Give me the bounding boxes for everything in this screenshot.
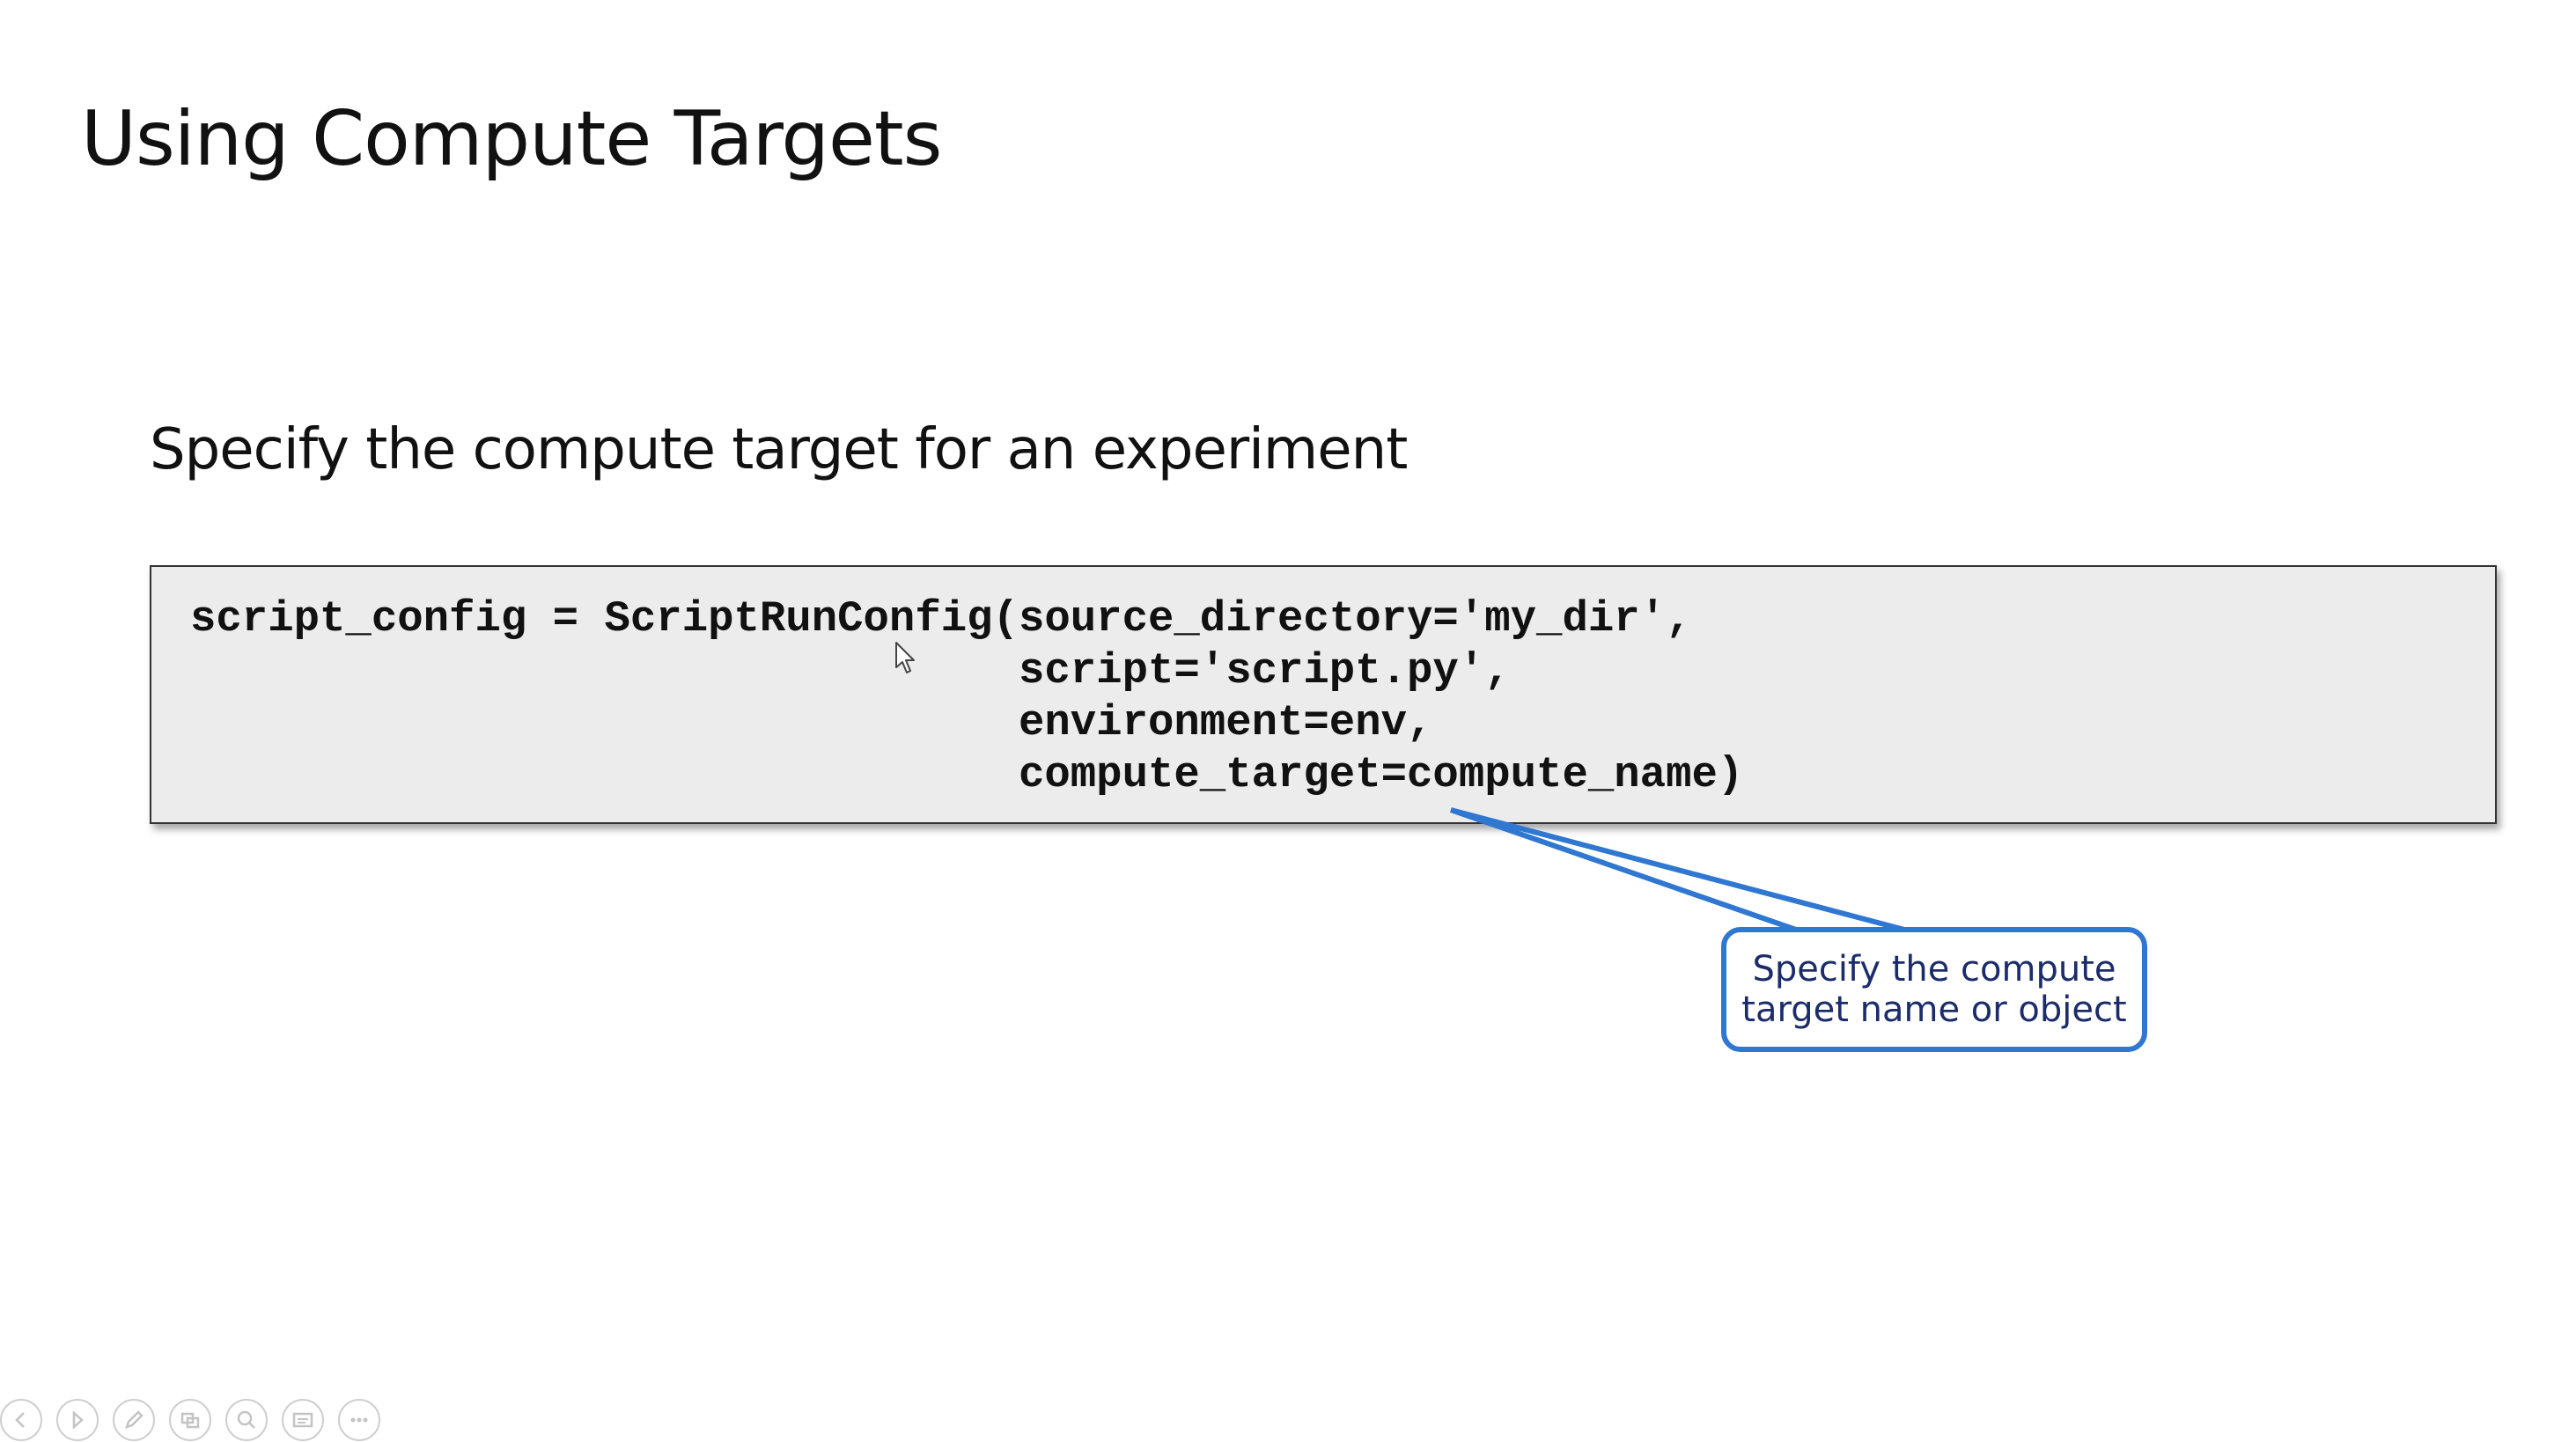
slides-icon [180,1412,200,1429]
magnifier-icon [237,1410,255,1429]
code-line: compute_target=compute_name) [190,750,1744,799]
subtitles-button[interactable] [282,1399,324,1441]
more-icon [350,1417,368,1423]
code-text: script_config = ScriptRunConfig(source_d… [190,593,1743,801]
chevron-right-icon [72,1410,84,1430]
next-slide-button[interactable] [56,1399,99,1441]
chevron-left-icon [15,1412,25,1428]
callout-line: Specify the compute [1752,949,2116,990]
subtitles-icon [292,1412,313,1428]
callout-box: Specify the compute target name or objec… [1721,927,2147,1052]
previous-slide-button[interactable] [0,1399,42,1441]
more-options-button[interactable] [338,1399,380,1441]
code-line: environment=env, [190,698,1433,747]
code-block: script_config = ScriptRunConfig(source_d… [150,565,2497,824]
callout-line: target name or object [1741,990,2127,1030]
slide-title: Using Compute Targets [81,95,942,183]
mouse-pointer-icon [895,642,915,673]
see-all-slides-button[interactable] [169,1399,211,1441]
slideshow-toolbar [0,1398,380,1442]
callout-text: Specify the compute target name or objec… [1741,949,2126,1030]
code-line: script='script.py', [190,646,1511,695]
pen-button[interactable] [113,1399,155,1441]
code-line: script_config = ScriptRunConfig(source_d… [190,594,1692,644]
zoom-button[interactable] [225,1399,268,1441]
pen-icon [125,1410,144,1429]
slide-subtitle: Specify the compute target for an experi… [150,417,1408,482]
callout-pointer-shape [1450,807,1905,932]
